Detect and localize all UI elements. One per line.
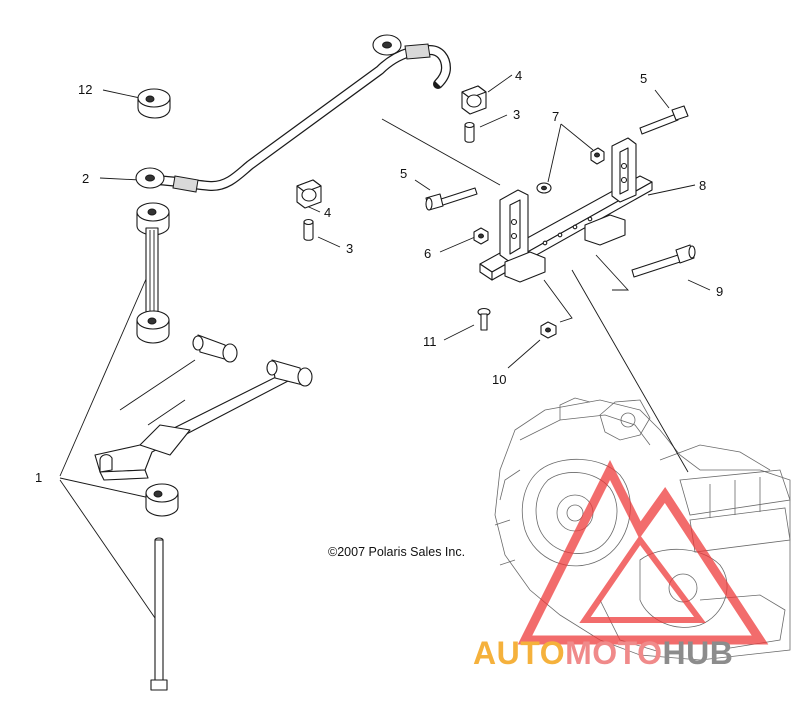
callout-12: 12	[78, 82, 92, 97]
spacer-3-lower	[303, 218, 314, 241]
watermark-hub: HUB	[662, 635, 733, 671]
callout-3-upper: 3	[513, 107, 520, 122]
callout-10: 10	[492, 372, 506, 387]
leader-lines	[59, 74, 711, 619]
watermark-text: AUTOMOTOHUB	[473, 635, 733, 671]
spacer-3-upper	[464, 121, 475, 143]
watermark-auto: AUTO	[473, 635, 565, 671]
bushing-lower	[145, 483, 179, 517]
link-assembly-1	[136, 202, 170, 344]
nut-10	[540, 321, 557, 339]
callout-6: 6	[424, 246, 431, 261]
callout-labels: 1 2 3 3 4 4 5 5 6 7 8 9 10 11 12	[35, 68, 723, 485]
bolt-5-upper	[639, 105, 689, 135]
callout-9: 9	[716, 284, 723, 299]
nut-6	[473, 227, 489, 245]
callout-1: 1	[35, 470, 42, 485]
copyright-text: ©2007 Polaris Sales Inc.	[328, 545, 465, 559]
bushing-12	[137, 88, 171, 119]
callout-8: 8	[699, 178, 706, 193]
stabilizer-bar	[135, 34, 451, 193]
watermark-inner-triangle	[579, 534, 706, 623]
callout-5-upper: 5	[640, 71, 647, 86]
clamp-4-lower	[296, 179, 322, 209]
clamp-4-upper	[461, 85, 487, 115]
washer-7	[536, 182, 552, 194]
mount-bracket-8	[479, 137, 653, 283]
long-bolt	[150, 537, 168, 691]
callout-11: 11	[423, 334, 437, 349]
watermark-triangle	[517, 459, 769, 645]
screw-11	[477, 307, 491, 331]
bolt-9	[631, 244, 696, 278]
bolt-5-left	[425, 187, 478, 211]
callout-3-lower: 3	[346, 241, 353, 256]
control-arm	[94, 334, 313, 481]
watermark-logo	[517, 459, 769, 645]
callout-4-lower: 4	[324, 205, 331, 220]
callout-7: 7	[552, 109, 559, 124]
callout-4-upper: 4	[515, 68, 522, 83]
callout-5-left: 5	[400, 166, 407, 181]
watermark-moto: MOTO	[565, 635, 662, 671]
nut-7	[590, 147, 605, 165]
callout-2: 2	[82, 171, 89, 186]
